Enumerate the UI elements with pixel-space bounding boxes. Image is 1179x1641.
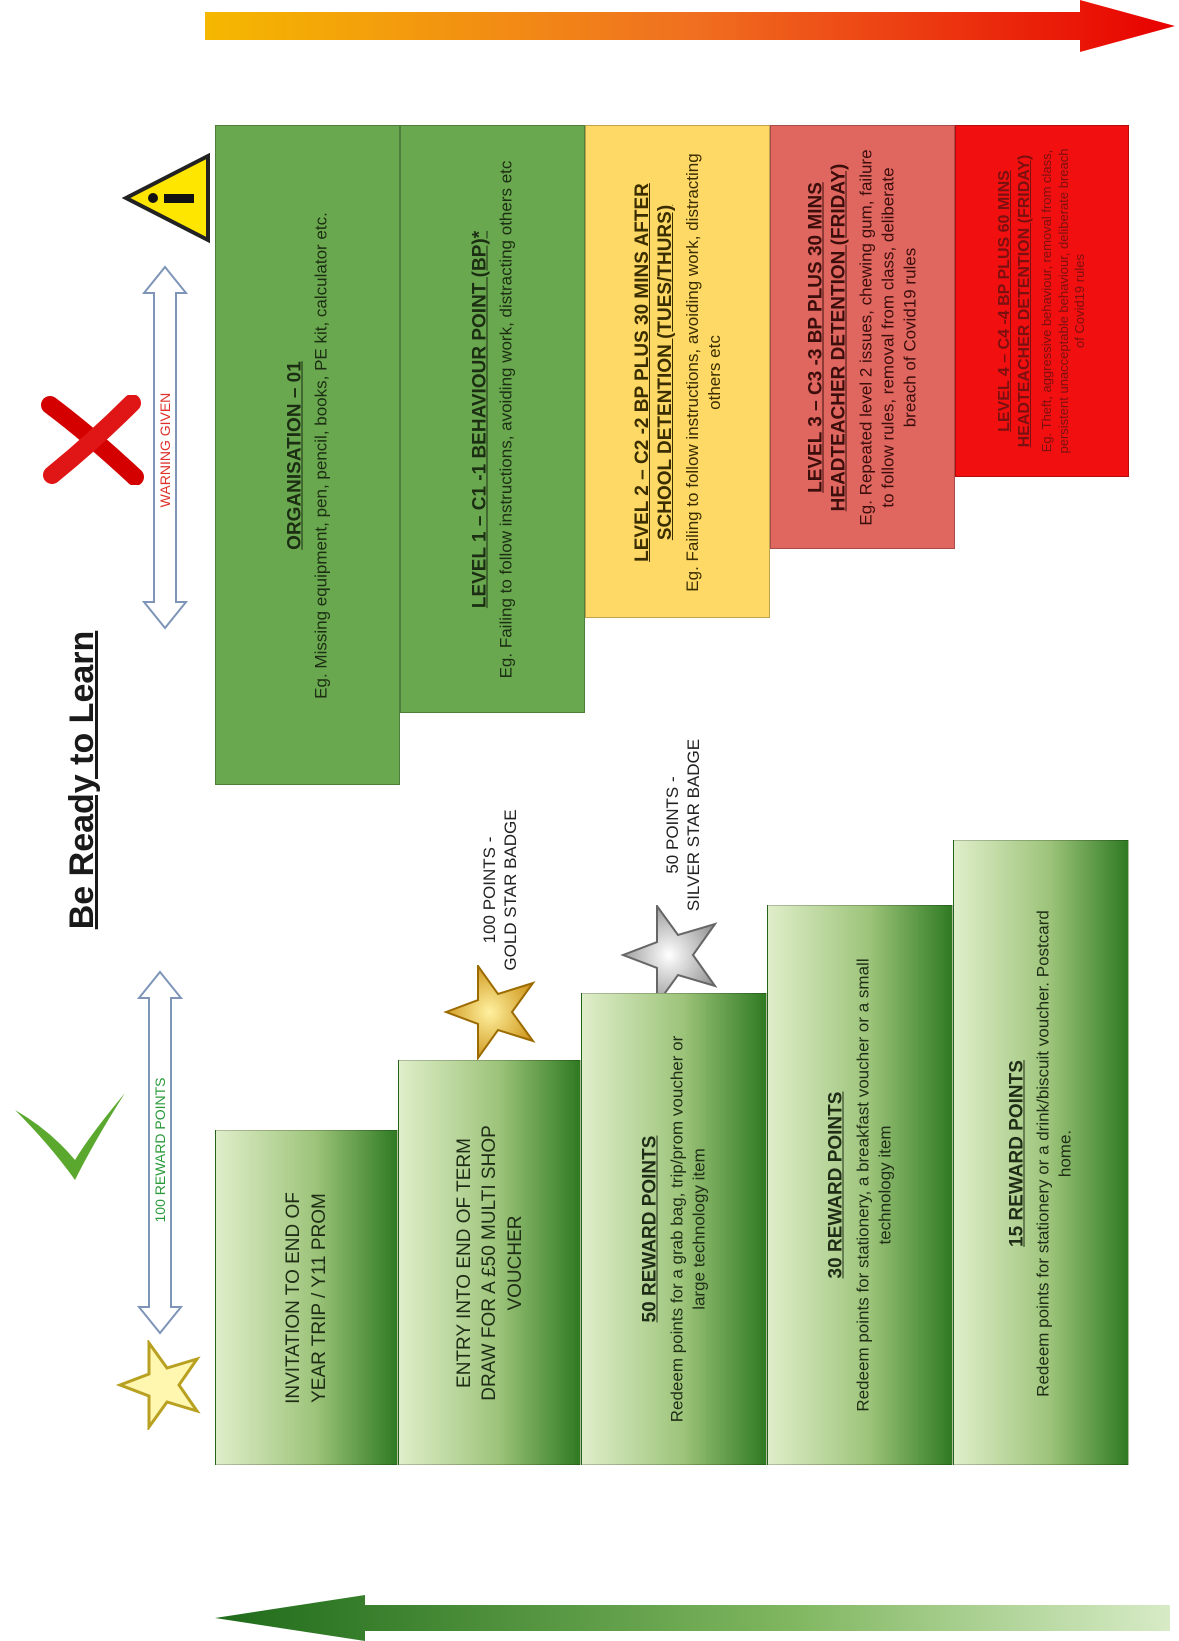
page-title: Be Ready to Learn <box>63 630 101 930</box>
warning-label-container: WARNING GIVEN <box>145 300 185 600</box>
sanction-body: Eg. Failing to follow instructions, avoi… <box>682 152 724 592</box>
green-tick-icon <box>15 1093 125 1180</box>
reward-body: INVITATION TO END OF YEAR TRIP / Y11 PRO… <box>282 1191 330 1404</box>
warning-label: WARNING GIVEN <box>157 392 173 508</box>
sanction-step-level-3: LEVEL 3 – C3 -3 BP PLUS 30 MINS HEADTEAC… <box>770 125 955 549</box>
silver-badge-line2: SILVER STAR BADGE <box>684 738 703 912</box>
sanction-step-organisation: ORGANISATION – 01 Eg. Missing equipment,… <box>215 125 400 785</box>
reward-step-15-points: 15 REWARD POINTS Redeem points for stati… <box>953 840 1129 1465</box>
double-arrow-icon <box>136 970 184 1335</box>
reward-body: ENTRY INTO END OF TERM DRAW FOR A £50 MU… <box>453 1124 526 1401</box>
sanction-heading: ORGANISATION – 01 <box>283 361 305 550</box>
sanction-body: Eg. Failing to follow instructions, avoi… <box>496 160 516 679</box>
sanction-body: Eg. Repeated level 2 issues, chewing gum… <box>856 149 920 526</box>
title-container: Be Ready to Learn <box>63 530 103 1030</box>
sanction-body: Eg. Theft, aggressive behaviour, removal… <box>1038 148 1088 454</box>
gold-badge-label-container: 100 POINTS - GOLD STAR BADGE <box>445 790 555 990</box>
reward-body: Redeem points for stationery, a breakfas… <box>853 958 895 1412</box>
reward-step-prom: INVITATION TO END OF YEAR TRIP / Y11 PRO… <box>215 1130 398 1465</box>
reward-heading: 30 REWARD POINTS <box>825 1091 847 1279</box>
sanction-step-level-2: LEVEL 2 – C2 -2 BP PLUS 30 MINS AFTER SC… <box>585 125 770 618</box>
gold-badge-line2: GOLD STAR BADGE <box>501 809 520 971</box>
gold-star-icon <box>443 965 536 1060</box>
reward-body: Redeem points for stationery or a drink/… <box>1033 909 1075 1397</box>
sanction-heading: LEVEL 1 – C1 -1 BEHAVIOUR POINT (BP)* <box>468 230 490 609</box>
reward-label-container: 100 REWARD POINTS <box>140 1000 180 1300</box>
reward-body: Redeem points for a grab bag, trip/prom … <box>667 1035 709 1423</box>
sanction-step-level-1: LEVEL 1 – C1 -1 BEHAVIOUR POINT (BP)* Eg… <box>400 125 585 713</box>
sanction-heading: LEVEL 4 – C4 -4 BP PLUS 60 MINS HEADTEAC… <box>995 154 1033 448</box>
reward-label: 100 REWARD POINTS <box>152 1077 168 1223</box>
double-arrow-icon <box>141 265 189 630</box>
reward-step-30-points: 30 REWARD POINTS Redeem points for stati… <box>767 905 953 1465</box>
reward-step-50-points: 50 REWARD POINTS Redeem points for a gra… <box>581 993 767 1465</box>
outline-star-icon <box>115 1340 201 1430</box>
red-cross-icon <box>41 395 144 485</box>
reward-heading: 15 REWARD POINTS <box>1006 1059 1028 1247</box>
warning-triangle-icon <box>121 152 210 244</box>
sanction-step-level-4: LEVEL 4 – C4 -4 BP PLUS 60 MINS HEADTEAC… <box>955 125 1129 477</box>
green-arrow-icon <box>215 1595 1170 1641</box>
gold-badge-line1: 100 POINTS - <box>479 836 499 944</box>
silver-star-icon <box>620 905 718 1005</box>
reward-heading: 50 REWARD POINTS <box>639 1135 661 1323</box>
orange-red-arrow-icon <box>205 0 1175 52</box>
silver-badge-line1: 50 POINTS - <box>662 776 682 874</box>
sanction-body: Eg. Missing equipment, pen, pencil, book… <box>311 212 331 699</box>
sanction-heading: LEVEL 2 – C2 -2 BP PLUS 30 MINS AFTER SC… <box>631 182 676 562</box>
sanction-heading: LEVEL 3 – C3 -3 BP PLUS 30 MINS HEADTEAC… <box>804 163 850 512</box>
silver-badge-label-container: 50 POINTS - SILVER STAR BADGE <box>628 720 738 930</box>
reward-step-draw: ENTRY INTO END OF TERM DRAW FOR A £50 MU… <box>398 1060 581 1465</box>
